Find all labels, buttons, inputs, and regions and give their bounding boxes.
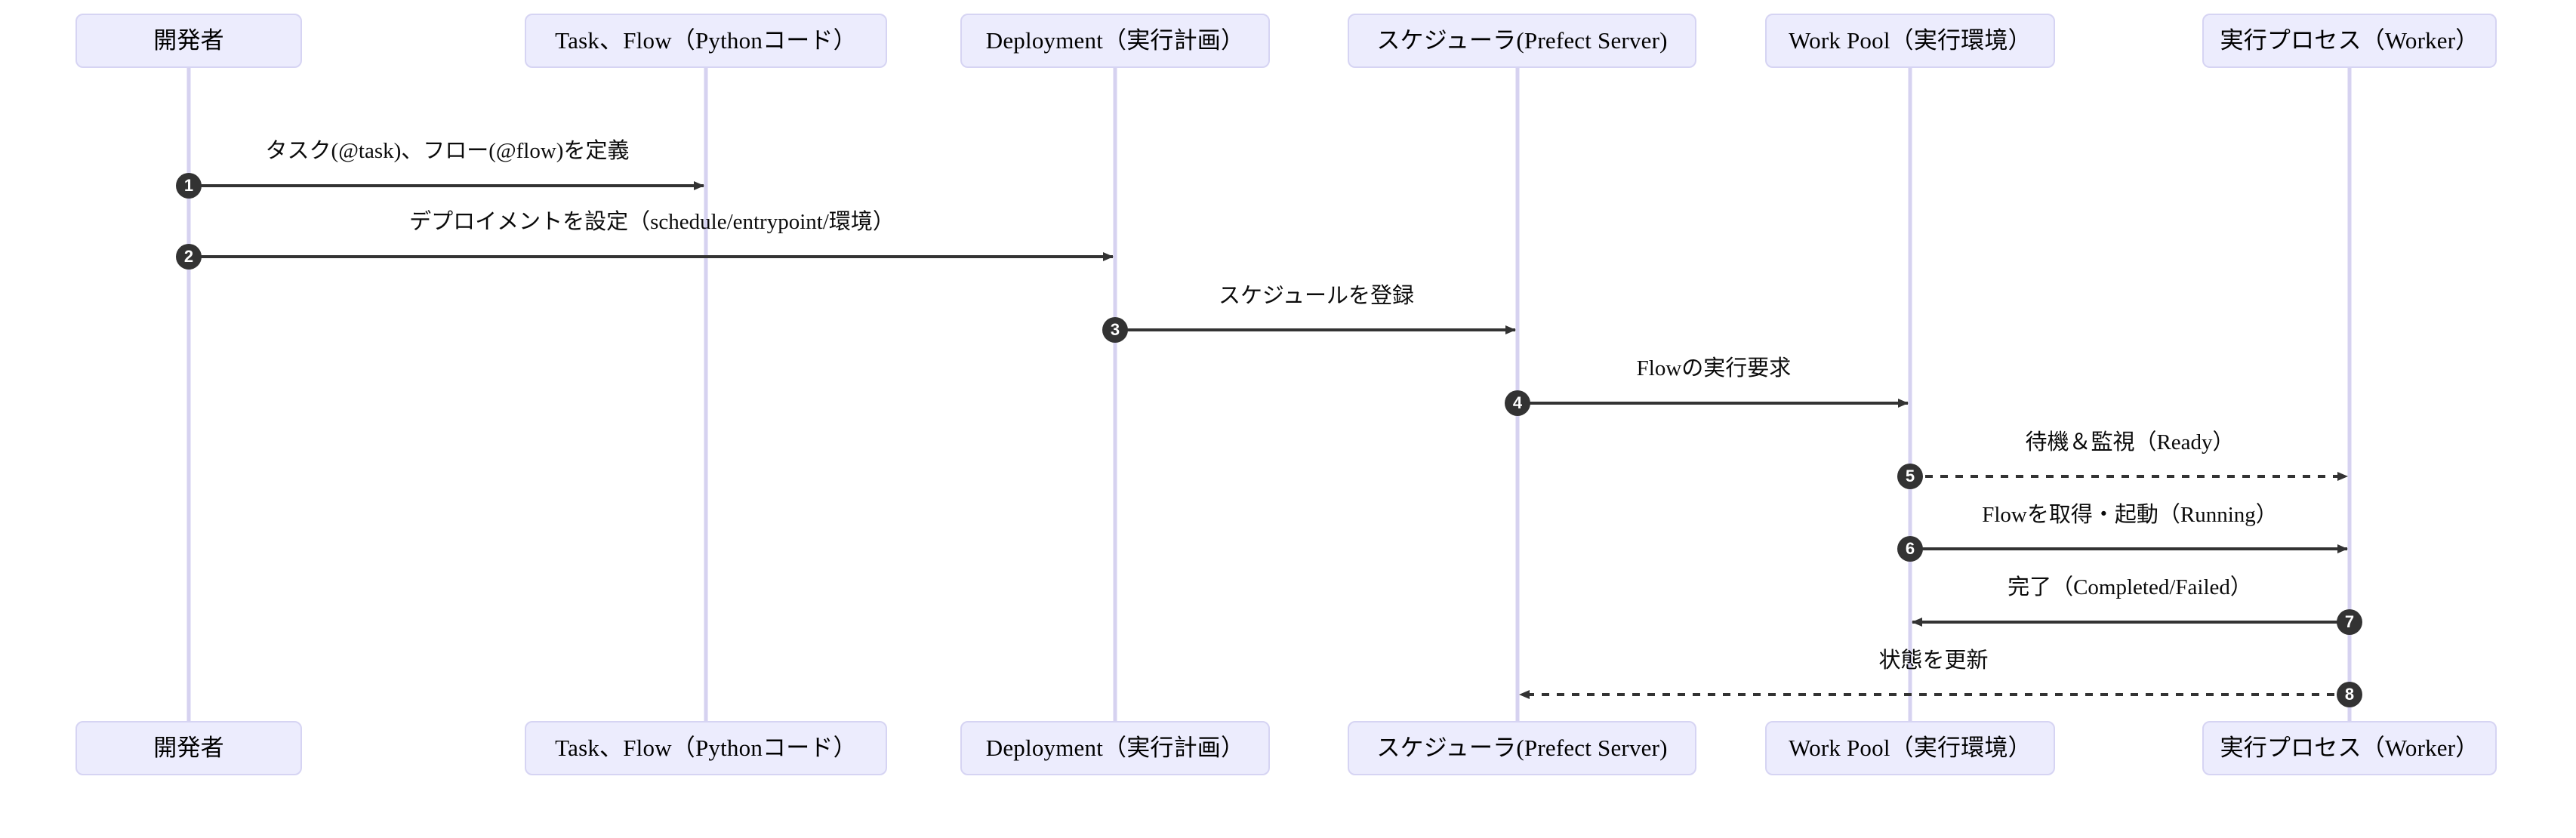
sequence-number-7: 7 <box>2337 609 2362 635</box>
actor-box-developer-top[interactable]: 開発者 <box>75 14 302 68</box>
sequence-number-3: 3 <box>1102 317 1128 343</box>
actor-label-scheduler: スケジューラ(Prefect Server) <box>1376 735 1668 762</box>
actor-label-deployment: Deployment（実行計画） <box>985 735 1245 762</box>
actor-box-work-pool-top[interactable]: Work Pool（実行環境） <box>1765 14 2055 68</box>
actor-box-deployment-bottom[interactable]: Deployment（実行計画） <box>960 721 1270 775</box>
actor-label-deployment: Deployment（実行計画） <box>985 27 1245 54</box>
actor-label-work-pool: Work Pool（実行環境） <box>1789 27 2032 54</box>
actor-box-deployment-top[interactable]: Deployment（実行計画） <box>960 14 1270 68</box>
sequence-number-6: 6 <box>1897 536 1923 562</box>
sequence-number-4: 4 <box>1505 390 1530 416</box>
actor-box-task-flow-top[interactable]: Task、Flow（Pythonコード） <box>525 14 887 68</box>
sequence-number-5: 5 <box>1897 464 1923 489</box>
sequence-number-8: 8 <box>2337 682 2362 707</box>
actor-box-developer-bottom[interactable]: 開発者 <box>75 721 302 775</box>
sequence-number-2: 2 <box>176 244 202 270</box>
message-label-2: デプロイメントを設定（schedule/entrypoint/環境） <box>409 210 895 234</box>
message-label-1: タスク(@task)、フロー(@flow)を定義 <box>265 139 630 163</box>
message-label-5: 待機＆監視（Ready） <box>2025 430 2235 454</box>
message-arrows-group <box>189 181 2350 699</box>
actor-box-worker-top[interactable]: 実行プロセス（Worker） <box>2202 14 2497 68</box>
actor-label-worker: 実行プロセス（Worker） <box>2220 27 2479 54</box>
actor-label-developer: 開発者 <box>153 735 224 762</box>
actor-box-worker-bottom[interactable]: 実行プロセス（Worker） <box>2202 721 2497 775</box>
message-label-8: 状態を更新 <box>1878 649 1989 673</box>
message-label-4: Flowの実行要求 <box>1636 356 1792 380</box>
sequence-number-1: 1 <box>176 173 202 199</box>
actor-label-worker: 実行プロセス（Worker） <box>2220 735 2479 762</box>
message-label-6: Flowを取得・起動（Running） <box>1982 503 2278 527</box>
message-label-7: 完了（Completed/Failed） <box>2007 575 2252 599</box>
message-label-3: スケジュールを登録 <box>1219 284 1414 308</box>
actor-box-scheduler-top[interactable]: スケジューラ(Prefect Server) <box>1348 14 1696 68</box>
lifelines-group <box>186 68 2352 721</box>
actor-box-scheduler-bottom[interactable]: スケジューラ(Prefect Server) <box>1348 721 1696 775</box>
actor-label-scheduler: スケジューラ(Prefect Server) <box>1376 27 1668 54</box>
actor-label-task-flow: Task、Flow（Pythonコード） <box>555 735 857 762</box>
actor-box-work-pool-bottom[interactable]: Work Pool（実行環境） <box>1765 721 2055 775</box>
actor-label-developer: 開発者 <box>153 27 224 54</box>
actor-label-task-flow: Task、Flow（Pythonコード） <box>555 27 857 54</box>
actor-box-task-flow-bottom[interactable]: Task、Flow（Pythonコード） <box>525 721 887 775</box>
actor-label-work-pool: Work Pool（実行環境） <box>1789 735 2032 762</box>
